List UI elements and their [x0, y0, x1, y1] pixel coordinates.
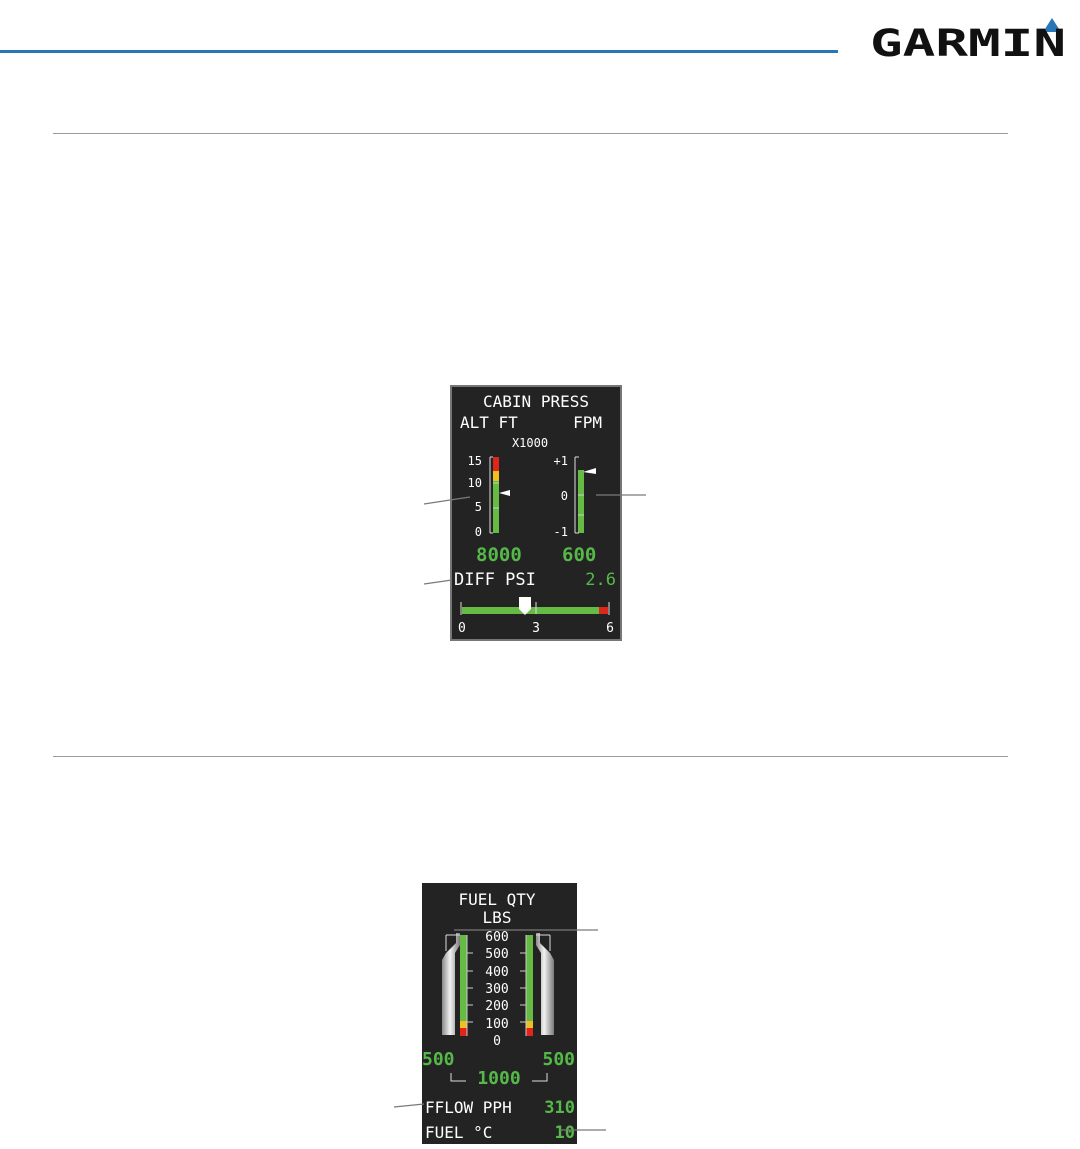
fuel-scale-label: 100 — [485, 1017, 508, 1032]
logo-wordmark: GARMIN — [870, 22, 1066, 65]
fpm-tick-label: +1 — [554, 454, 568, 468]
left-fuel-bar-green — [460, 935, 467, 1021]
fuel-units: LBS — [483, 908, 512, 927]
fpm-tick-label: 0 — [561, 489, 568, 503]
fuel-scale-label: 600 — [485, 930, 508, 945]
fuel-scale-label: 0 — [493, 1034, 501, 1049]
left-fuel-qty: 500 — [422, 1049, 455, 1070]
fuel-gauges: FUEL QTY LBS 600 500 400 300 2 — [422, 890, 575, 1143]
callout-fuel-flow — [393, 1103, 425, 1108]
total-bracket-right — [532, 1073, 548, 1082]
cabin-alt-label: ALT FT — [460, 413, 518, 432]
fuel-title: FUEL QTY — [458, 890, 535, 909]
alt-tick-label: 0 — [475, 525, 482, 539]
right-tank-pipe — [536, 933, 554, 1035]
cabin-fpm-label: FPM — [573, 413, 602, 432]
cabin-pressure-gauges: CABIN PRESS ALT FT FPM X1000 15 10 5 0 +… — [454, 392, 616, 636]
fuel-temp-value: 10 — [555, 1123, 575, 1143]
fuel-quantity-panel: FUEL QTY LBS 600 500 400 300 2 — [422, 883, 577, 1144]
diff-psi-value: 2.6 — [585, 570, 616, 590]
callout-diff-psi — [423, 579, 453, 585]
right-fuel-qty: 500 — [542, 1049, 575, 1070]
diff-pointer-icon — [519, 597, 531, 615]
fuel-scale-label: 300 — [485, 982, 508, 997]
logo-triangle-icon — [1043, 18, 1061, 32]
alt-pointer-icon — [499, 490, 510, 496]
left-fuel-bar-red — [460, 1028, 467, 1036]
alt-tick-label: 10 — [468, 476, 482, 490]
diff-tick-label: 6 — [606, 621, 614, 636]
section-divider-top — [53, 133, 1008, 134]
cabin-alt-value: 8000 — [476, 544, 522, 566]
diff-tick-label: 3 — [532, 621, 540, 636]
garmin-logo: GARMIN — [870, 18, 1066, 65]
alt-bar-red — [493, 457, 499, 471]
right-fuel-bar-yellow — [526, 1021, 533, 1028]
callout-cabin-altitude — [423, 496, 471, 505]
alt-bar-yellow — [493, 471, 499, 481]
cabin-alt-multiplier: X1000 — [512, 436, 548, 450]
total-fuel-qty: 1000 — [477, 1068, 520, 1089]
diff-tick-label: 0 — [458, 621, 466, 636]
header-rule — [0, 50, 838, 53]
fpm-tick-label: -1 — [554, 525, 568, 539]
alt-bar-green — [493, 481, 499, 533]
cabin-pressure-panel: CABIN PRESS ALT FT FPM X1000 15 10 5 0 +… — [450, 385, 622, 641]
diff-bar-red — [599, 607, 608, 614]
right-fuel-bar-green — [526, 935, 533, 1021]
right-fuel-bar-red — [526, 1028, 533, 1036]
fuel-flow-label: FFLOW PPH — [425, 1098, 512, 1117]
left-fuel-bar-yellow — [460, 1021, 467, 1028]
diff-bar-green — [462, 607, 599, 614]
fpm-pointer-icon — [583, 468, 596, 474]
left-tank-pipe — [442, 933, 460, 1035]
alt-tick-label: 5 — [475, 500, 482, 514]
total-bracket-left — [450, 1073, 466, 1082]
cabin-fpm-value: 600 — [562, 544, 596, 566]
fuel-scale-label: 500 — [485, 947, 508, 962]
fuel-flow-value: 310 — [544, 1098, 575, 1118]
fuel-scale-label: 200 — [485, 999, 508, 1014]
fuel-scale-label: 400 — [485, 965, 508, 980]
fpm-bar-green — [578, 470, 584, 533]
section-divider-middle — [53, 756, 1008, 757]
cabin-title: CABIN PRESS — [483, 392, 589, 411]
fuel-temp-label: FUEL °C — [425, 1123, 492, 1142]
alt-tick-label: 15 — [468, 454, 482, 468]
diff-psi-label: DIFF PSI — [454, 570, 536, 590]
